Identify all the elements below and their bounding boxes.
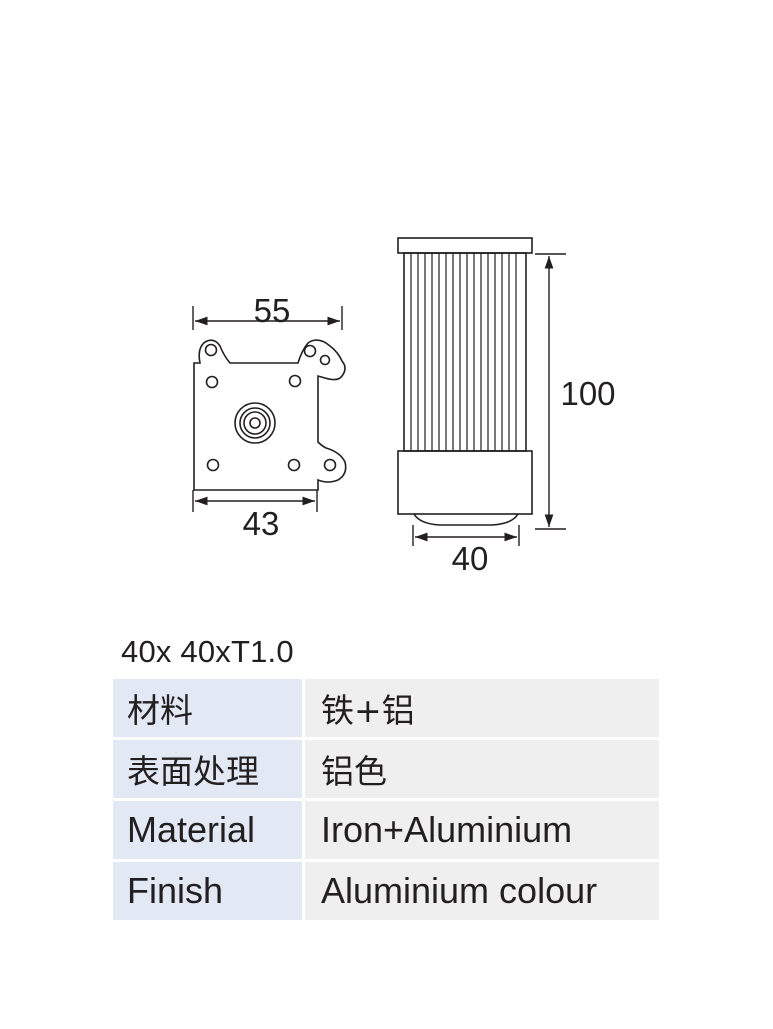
ear-hole <box>319 354 331 366</box>
spec-value: Iron+Aluminium <box>303 799 659 861</box>
dimension-40 <box>412 525 520 546</box>
ear-hole <box>204 343 218 357</box>
spec-label: Finish <box>113 860 305 920</box>
plate-hole <box>288 374 302 388</box>
table-row: Material Iron+Aluminium <box>113 799 659 861</box>
dimension-55-label: 55 <box>254 292 291 329</box>
ear-hole <box>323 458 337 472</box>
leg-body <box>403 252 527 452</box>
spec-title: 40x 40xT1.0 <box>121 634 294 669</box>
dimension-100 <box>535 253 566 530</box>
dimension-43 <box>192 490 318 512</box>
leg-base-sleeve <box>397 450 533 515</box>
dimension-40-label: 40 <box>452 540 489 577</box>
ear-hole <box>303 344 317 358</box>
center-boss-hole <box>249 417 261 429</box>
spec-label: Material <box>113 799 305 861</box>
center-boss-ring <box>239 407 271 439</box>
technical-drawing: 55 43 <box>192 237 616 577</box>
plate-hole <box>205 375 219 389</box>
dimension-100-label: 100 <box>560 375 615 412</box>
spec-value: 铁+铝 <box>303 679 659 739</box>
dimension-43-label: 43 <box>243 505 280 542</box>
table-row: 材料 铁+铝 <box>113 679 659 739</box>
spec-label: 表面处理 <box>113 738 305 800</box>
spec-value: Aluminium colour <box>303 860 659 920</box>
center-boss-ring-inner <box>243 411 267 435</box>
spec-table: 材料 铁+铝 表面处理 铝色 Material Iron+Aluminium F… <box>113 679 659 920</box>
dimension-55 <box>192 306 343 330</box>
spec-label: 材料 <box>113 679 305 739</box>
leg-flutes <box>410 253 517 451</box>
center-boss-outer <box>234 402 276 444</box>
mounting-plate-top-view <box>193 339 347 491</box>
leg-side-view <box>397 237 533 526</box>
table-row: Finish Aluminium colour <box>113 860 659 920</box>
table-row: 表面处理 铝色 <box>113 738 659 800</box>
spec-value: 铝色 <box>303 738 659 800</box>
plate-hole <box>206 458 220 472</box>
leg-foot <box>413 513 519 526</box>
plate-outline <box>193 339 347 491</box>
plate-hole <box>287 458 301 472</box>
leg-top-cap <box>397 237 533 254</box>
